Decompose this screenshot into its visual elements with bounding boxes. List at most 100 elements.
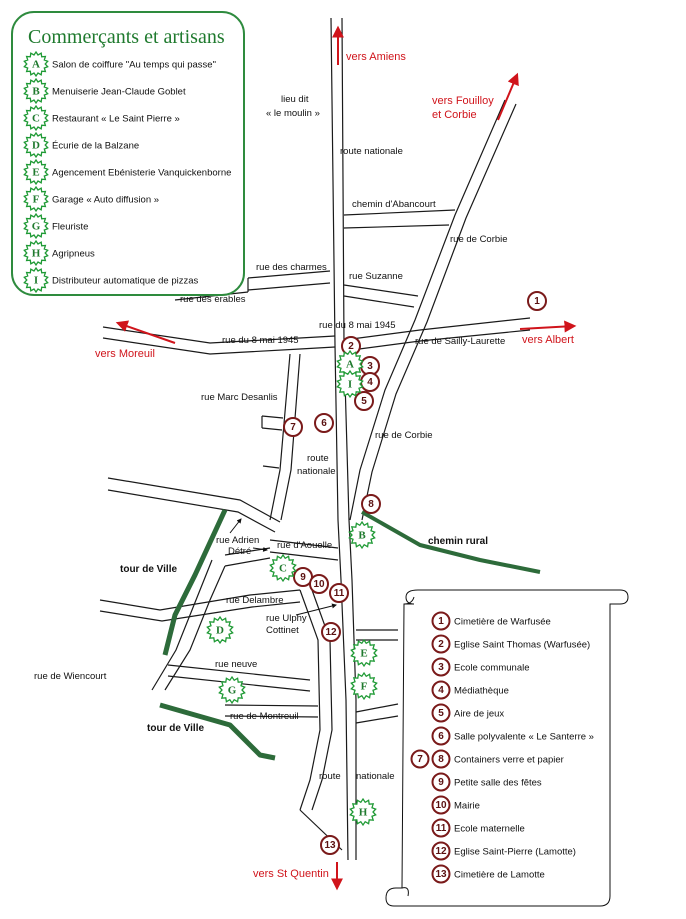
svg-text:3: 3 xyxy=(438,662,444,673)
svg-text:H: H xyxy=(32,248,41,260)
label-nationale-south: nationale xyxy=(356,771,395,782)
label-tour-de-ville-north: tour de Ville xyxy=(120,564,177,575)
legend-places-marker-9: 9 xyxy=(431,772,451,792)
legend-places-marker-4: 4 xyxy=(431,680,451,700)
svg-text:E: E xyxy=(32,167,39,179)
legend-places-marker-2: 2 xyxy=(431,634,451,654)
svg-text:F: F xyxy=(33,194,40,206)
label-vers-fouilloy: vers Fouilloy xyxy=(432,95,494,107)
tour-de-ville-path-south xyxy=(159,702,276,761)
map-marker-d: D xyxy=(206,615,234,645)
label-rue-de-montreuil: rue de Montreuil xyxy=(230,711,299,722)
svg-text:5: 5 xyxy=(438,708,444,719)
label-rue-de-wiencourt: rue de Wiencourt xyxy=(34,671,107,682)
svg-text:6: 6 xyxy=(438,731,444,742)
svg-text:8: 8 xyxy=(368,499,374,510)
label-route-nationale-north: route nationale xyxy=(340,146,403,157)
label-route-mid: route xyxy=(307,453,329,464)
svg-text:12: 12 xyxy=(325,627,337,638)
legend-commerce-marker-d: D xyxy=(23,131,49,159)
svg-text:H: H xyxy=(359,807,368,819)
svg-text:13: 13 xyxy=(435,869,447,880)
map-marker-h: H xyxy=(349,797,377,827)
legend-places-label: Cimetière de Lamotte xyxy=(454,870,545,881)
legend-commerce-label: Distributeur automatique de pizzas xyxy=(52,276,199,287)
svg-text:7: 7 xyxy=(290,422,296,433)
legend-commerce-label: Garage « Auto diffusion » xyxy=(52,195,159,206)
svg-text:9: 9 xyxy=(438,777,444,788)
legend-commerce-label: Restaurant « Le Saint Pierre » xyxy=(52,114,180,125)
svg-text:B: B xyxy=(358,530,366,542)
green-paths xyxy=(159,508,541,761)
label-lieu-dit: lieu dit xyxy=(281,94,309,105)
legend-commerce-marker-g: G xyxy=(23,212,49,240)
map-marker-5: 5 xyxy=(354,391,374,411)
label-tour-de-ville-south: tour de Ville xyxy=(147,723,204,734)
legend-places-label: Containers verre et papier xyxy=(454,755,564,766)
svg-text:11: 11 xyxy=(436,823,447,834)
legend-commerce-label: Salon de coiffure "Au temps qui passe" xyxy=(52,60,216,71)
legend-places-marker-7: 7 xyxy=(410,749,430,769)
map-marker-f: F xyxy=(350,671,378,701)
legend-commerce-label: Agencement Ebénisterie Vanquickenborne xyxy=(52,168,231,179)
map-marker-b: B xyxy=(348,520,376,550)
legend-places-item: 13 Cimetière de Lamotte xyxy=(431,864,545,884)
legend-places-marker-5: 5 xyxy=(431,703,451,723)
tour-de-ville-path-north xyxy=(162,508,228,656)
svg-text:C: C xyxy=(279,563,287,575)
label-rue-suzanne: rue Suzanne xyxy=(349,271,403,282)
svg-text:D: D xyxy=(216,625,224,637)
legend-places-label: Eglise Saint-Pierre (Lamotte) xyxy=(454,847,576,858)
svg-text:B: B xyxy=(32,86,40,98)
svg-text:13: 13 xyxy=(324,840,336,851)
label-rue-neuve: rue neuve xyxy=(215,659,257,670)
arrow-fouilloy xyxy=(497,72,519,121)
svg-text:4: 4 xyxy=(438,685,444,696)
map-marker-1: 1 xyxy=(527,291,547,311)
svg-text:1: 1 xyxy=(534,296,540,307)
svg-text:11: 11 xyxy=(334,588,345,599)
label-rue-de-corbie-south: rue de Corbie xyxy=(375,430,433,441)
legend-commerce-marker-a: A xyxy=(23,50,49,78)
svg-text:4: 4 xyxy=(367,377,373,388)
legend-places-marker-10: 10 xyxy=(431,795,451,815)
legend-places-marker-3: 3 xyxy=(431,657,451,677)
legend-commerce-marker-e: E xyxy=(23,158,49,186)
svg-text:10: 10 xyxy=(435,800,447,811)
label-rue-des-charmes: rue des charmes xyxy=(256,262,327,273)
map-marker-10: 10 xyxy=(309,574,329,594)
label-rue-8-mai-west: rue du 8 mai 1945 xyxy=(222,335,299,346)
label-route-south: route xyxy=(319,771,341,782)
legend-commerce-marker-c: C xyxy=(23,104,49,132)
legend-places-marker-8: 8 xyxy=(431,749,451,769)
legend-commerce-marker-f: F xyxy=(23,185,49,213)
map-marker-e: E xyxy=(350,638,378,668)
svg-text:5: 5 xyxy=(361,396,367,407)
label-vers-albert: vers Albert xyxy=(522,334,574,346)
legend-places-label: Médiathèque xyxy=(454,686,509,697)
svg-text:7: 7 xyxy=(417,754,423,765)
svg-text:F: F xyxy=(361,681,368,693)
label-chemin-rural: chemin rural xyxy=(428,536,488,547)
legend-places-label: Salle polyvalente « Le Santerre » xyxy=(454,732,594,743)
map-marker-13: 13 xyxy=(320,835,340,855)
legend-places-item: 4 Médiathèque xyxy=(431,680,509,700)
street-labels: lieu dit « le moulin » route nationale c… xyxy=(34,94,508,782)
road-network xyxy=(99,17,531,861)
svg-text:A: A xyxy=(346,359,354,371)
legend-commerce-label: Fleuriste xyxy=(52,222,88,233)
legend-commerce-item: F Garage « Auto diffusion » xyxy=(23,185,159,213)
legend-commerce-title: Commerçants et artisans xyxy=(28,26,225,48)
label-rue-sailly-laurette: rue de Sailly-Laurette xyxy=(415,336,505,347)
